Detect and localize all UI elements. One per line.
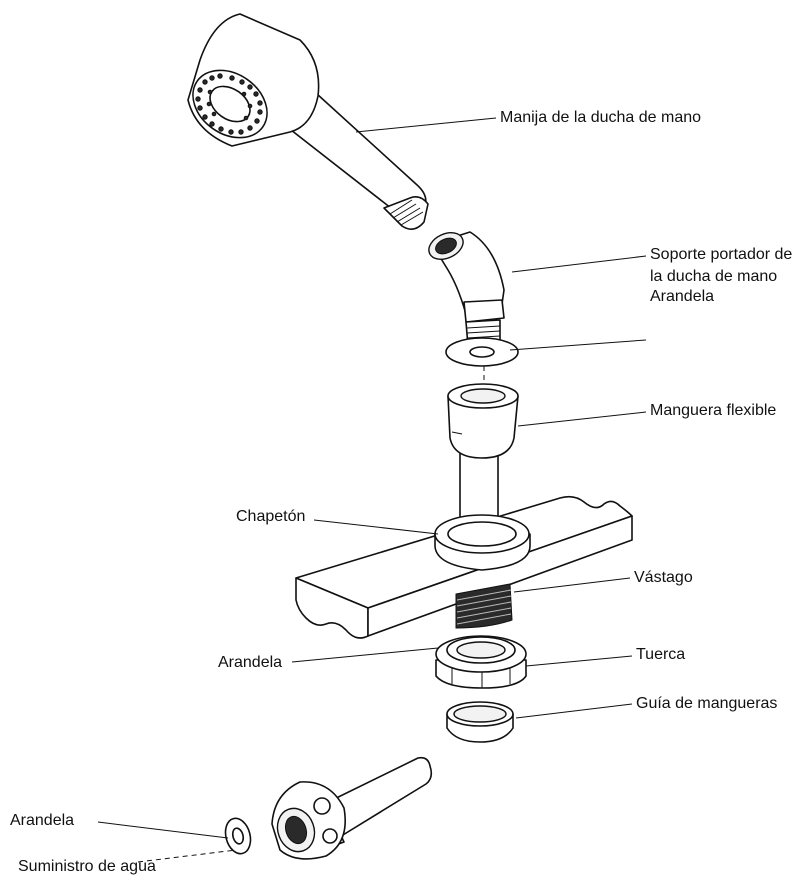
leader-water-supply — [137, 849, 237, 863]
label-shank: Vástago — [634, 567, 693, 589]
label-nut-text: Tuerca — [636, 646, 686, 663]
label-washer-mid-text: Arandela — [218, 654, 283, 671]
leader-shank — [513, 577, 631, 593]
label-hose-guide-text: Guía de mangueras — [636, 695, 778, 712]
label-washer-bottom: Arandela — [10, 810, 74, 832]
leader-hose — [517, 411, 647, 427]
washer-top — [445, 337, 519, 367]
hand-shower-handle — [187, 13, 429, 230]
label-handle: Manija de la ducha de mano — [500, 107, 701, 129]
leader-escutcheon — [313, 519, 439, 535]
label-nut: Tuerca — [636, 644, 685, 666]
label-washer-top: Arandela — [650, 286, 714, 308]
label-hose-text: Manguera flexible — [650, 402, 777, 419]
leader-holder — [511, 255, 647, 273]
leader-hose-guide — [515, 703, 633, 719]
washer-bottom — [224, 817, 252, 855]
label-water-supply: Suministro de agua — [18, 856, 156, 878]
label-escutcheon: Chapetón — [236, 506, 305, 528]
leader-washer-bottom — [97, 821, 229, 839]
hose-guide — [446, 701, 514, 743]
leader-nut — [525, 655, 633, 667]
label-holder-line2: la ducha de mano — [650, 268, 778, 285]
label-washer-top-text: Arandela — [650, 288, 715, 305]
leader-washer-mid — [291, 647, 439, 663]
label-holder-line1: Soporte portador de — [650, 246, 793, 263]
leader-handle — [355, 117, 497, 133]
label-water-supply-text: Suministro de agua — [18, 858, 156, 875]
nut — [435, 635, 527, 689]
escutcheon — [434, 514, 531, 571]
label-escutcheon-text: Chapetón — [236, 508, 306, 525]
leader-washer-top — [509, 339, 647, 351]
label-hose-guide: Guía de mangueras — [636, 693, 777, 715]
label-washer-mid: Arandela — [218, 652, 282, 674]
label-shank-text: Vástago — [634, 569, 693, 586]
label-holder: Soporte portador de la ducha de mano — [650, 244, 792, 288]
shank — [455, 583, 513, 629]
label-hose: Manguera flexible — [650, 400, 776, 422]
hand-shower-holder — [428, 231, 505, 347]
label-handle-text: Manija de la ducha de mano — [500, 109, 702, 126]
water-supply-hose — [271, 756, 433, 860]
label-washer-bottom-text: Arandela — [10, 812, 75, 829]
leader-lines — [97, 117, 647, 863]
